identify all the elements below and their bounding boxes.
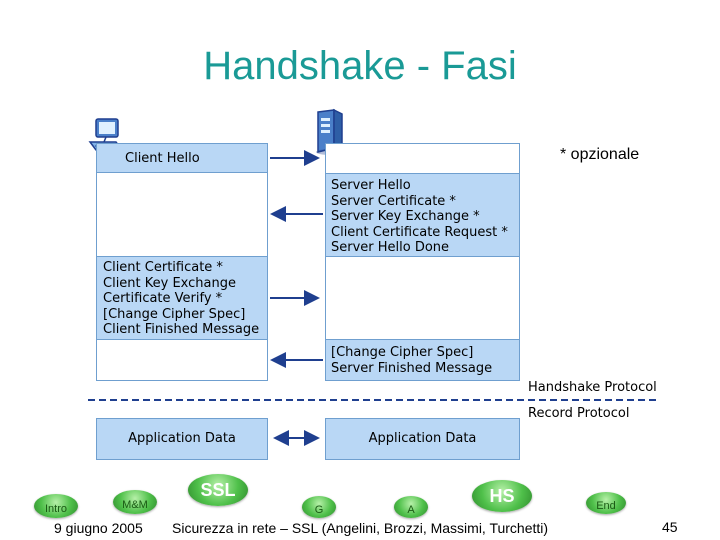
nav-hs-label: HS bbox=[489, 486, 515, 506]
server-finish-list: [Change Cipher Spec] Server Finished Mes… bbox=[331, 345, 492, 376]
server-finish-message: [Change Cipher Spec] bbox=[331, 345, 474, 360]
server-messages-list: Server Hello Server Certificate * Server… bbox=[331, 178, 508, 256]
nav-a-button[interactable]: A bbox=[394, 496, 428, 518]
client-message: Client Key Exchange bbox=[103, 275, 236, 291]
server-finish-message: Server Finished Message bbox=[331, 360, 493, 376]
nav-end-label: End bbox=[596, 500, 616, 512]
handshake-protocol-label: Handshake Protocol bbox=[528, 380, 657, 395]
client-hello-box: Client Hello bbox=[96, 143, 268, 173]
nav-end-button[interactable]: End bbox=[586, 492, 626, 514]
nav-g-label: G bbox=[314, 504, 324, 516]
server-message: Server Certificate * bbox=[331, 193, 456, 209]
nav-intro-button[interactable]: Intro bbox=[34, 494, 78, 518]
client-message: Client Certificate * bbox=[103, 260, 223, 275]
page-number: 45 bbox=[662, 519, 678, 535]
footer-course: Sicurezza in rete – SSL (Angelini, Brozz… bbox=[172, 520, 549, 536]
client-hello-label: Client Hello bbox=[125, 151, 200, 166]
server-finish-box: [Change Cipher Spec] Server Finished Mes… bbox=[325, 339, 520, 381]
client-messages-box: Client Certificate * Client Key Exchange… bbox=[96, 256, 268, 340]
slide-title: Handshake - Fasi bbox=[203, 44, 517, 88]
nav-ssl-label: SSL bbox=[200, 480, 236, 500]
app-data-client-box: Application Data bbox=[96, 418, 268, 460]
server-message: Server Key Exchange * bbox=[331, 209, 480, 225]
app-data-client-label: Application Data bbox=[128, 431, 236, 446]
record-protocol-label: Record Protocol bbox=[528, 406, 630, 421]
nav-mm-button[interactable]: M&M bbox=[113, 490, 157, 514]
nav-a-label: A bbox=[407, 504, 415, 516]
client-message: Client Finished Message bbox=[103, 322, 260, 338]
client-messages-list: Client Certificate * Client Key Exchange… bbox=[103, 260, 259, 338]
app-data-server-label: Application Data bbox=[368, 431, 477, 446]
server-messages-box: Server Hello Server Certificate * Server… bbox=[325, 173, 520, 257]
footer-date: 9 giugno 2005 bbox=[54, 520, 143, 536]
client-message: [Change Cipher Spec] bbox=[103, 306, 246, 322]
nav-ssl-button[interactable]: SSL bbox=[188, 474, 248, 506]
nav-g-button[interactable]: G bbox=[302, 496, 336, 518]
server-message: Server Hello Done bbox=[331, 240, 450, 256]
server-message: Client Certificate Request * bbox=[331, 224, 508, 240]
optional-note: * opzionale bbox=[560, 146, 640, 163]
client-message: Certificate Verify * bbox=[103, 291, 223, 307]
app-data-server-box: Application Data bbox=[325, 418, 520, 460]
nav-hs-button[interactable]: HS bbox=[472, 480, 532, 512]
nav-mm-label: M&M bbox=[122, 499, 148, 511]
server-message: Server Hello bbox=[331, 178, 411, 193]
nav-intro-label: Intro bbox=[44, 503, 67, 515]
